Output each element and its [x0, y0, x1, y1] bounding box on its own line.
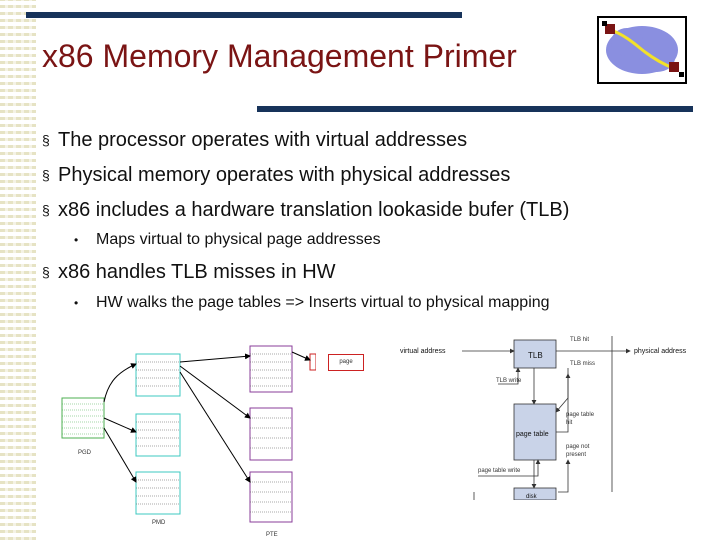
tlb-box [513, 339, 557, 369]
pgd-label: PGD [78, 450, 92, 456]
bullet-text: Physical memory operates with physical a… [58, 164, 511, 186]
page-table-write-label: page table write [478, 468, 521, 474]
page-table-hit-label-2: hit [566, 420, 573, 426]
top-divider-bar [26, 12, 462, 18]
tlb-miss-label: TLB miss [570, 361, 595, 367]
page-not-present-label-1: page not [566, 444, 590, 450]
page-table-diagram: PGD PMD PTE [61, 345, 316, 538]
bullet-text: x86 includes a hardware translation look… [58, 199, 570, 221]
network-logo-icon [597, 16, 687, 84]
pte-table [249, 345, 293, 523]
bullet-text: The processor operates with virtual addr… [58, 129, 468, 151]
sub-bullet-text: Maps virtual to physical page addresses [96, 231, 381, 248]
bullet-item: §x86 handles TLB misses in HW [42, 261, 336, 283]
pte-label: PTE [266, 532, 278, 538]
virtual-address-label: virtual address [400, 348, 446, 355]
sub-bullet-text: HW walks the page tables => Inserts virt… [96, 294, 550, 311]
sub-bullet-item: •Maps virtual to physical page addresses [74, 231, 381, 248]
physical-address-label: physical address [634, 348, 687, 355]
pmd-table [135, 353, 181, 515]
page-table-hit-label-1: page table [566, 412, 595, 418]
page-table-label: page table [516, 431, 549, 438]
tlb-write-label: TLB write [496, 378, 522, 384]
bullet-item: §The processor operates with virtual add… [42, 129, 468, 151]
page-not-present-label-2: present [566, 452, 586, 458]
page-table-box [513, 403, 557, 461]
slide-title: x86 Memory Management Primer [42, 38, 517, 74]
bottom-divider-bar [257, 106, 693, 112]
tlb-flow-diagram: TLB page table disk virtual address phys… [400, 336, 687, 500]
tlb-hit-label: TLB hit [570, 337, 589, 343]
bullet-item: §Physical memory operates with physical … [42, 164, 511, 186]
bullet-item: §x86 includes a hardware translation loo… [42, 199, 570, 221]
pmd-label: PMD [152, 520, 166, 526]
disk-label: disk [526, 494, 538, 500]
decorative-stripe-overlay [0, 0, 36, 540]
tlb-label: TLB [528, 351, 543, 360]
pgd-table [61, 397, 105, 439]
sub-bullet-item: •HW walks the page tables => Inserts vir… [74, 294, 550, 311]
bullet-text: x86 handles TLB misses in HW [58, 261, 336, 283]
page-box: page [328, 354, 364, 371]
